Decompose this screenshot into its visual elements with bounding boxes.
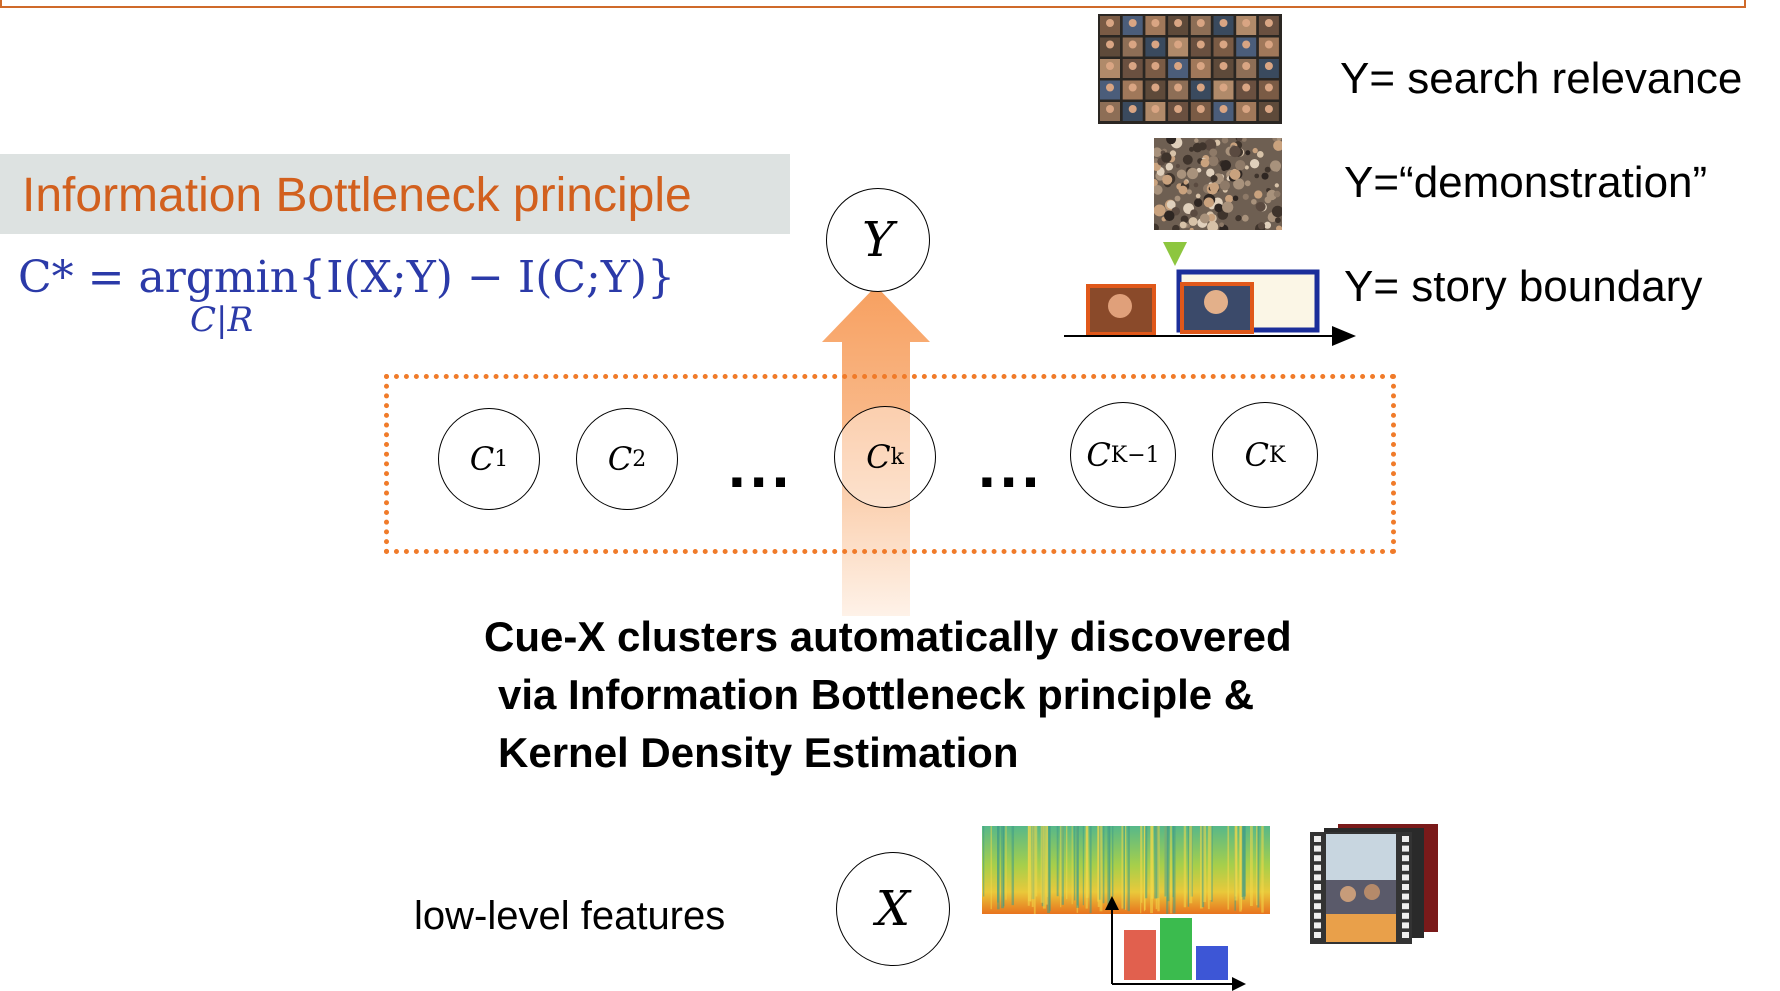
caption: Cue-X clusters automatically discovered … (484, 608, 1292, 782)
caption-line-1: Cue-X clusters automatically discovered (484, 613, 1292, 660)
video-frames-icon (1310, 824, 1438, 944)
cluster-node-2-base: C (607, 440, 633, 478)
title-banner (0, 154, 790, 234)
cluster-node-1-base: C (469, 440, 495, 478)
formula-main: C* = argmin{I(X;Y) − I(C;Y)} (18, 252, 676, 303)
formula-subscript: C|R (190, 300, 254, 340)
x-node-label: X (875, 881, 911, 937)
y-story-boundary-label: Y= story boundary (1344, 262, 1703, 311)
cluster-node-k-sub: k (890, 444, 904, 470)
timeline-arrow-icon (1332, 326, 1356, 346)
cluster-box (384, 374, 1396, 554)
y-node-label: Y (862, 212, 894, 268)
ellipsis-2: ... (978, 429, 1044, 501)
search-results-grid-image (1098, 14, 1282, 124)
ib-formula: C* = argmin{I(X;Y) − I(C;Y)} C|R (18, 252, 676, 340)
cluster-node-K-base: C (1244, 436, 1270, 474)
x-node: X (836, 852, 950, 966)
cluster-node-1-sub: 1 (494, 446, 509, 472)
y-demonstration-label: Y=“demonstration” (1344, 158, 1708, 207)
caption-line-2: via Information Bottleneck principle & (498, 671, 1255, 718)
y-search-relevance-label: Y= search relevance (1340, 54, 1743, 103)
ellipsis-1: ... (728, 429, 794, 501)
caption-line-3: Kernel Density Estimation (498, 729, 1019, 776)
demonstration-image (1154, 138, 1282, 230)
cluster-node-k-minus-1-sub: K−1 (1110, 442, 1160, 468)
feature-histogram (1105, 896, 1246, 991)
top-border (0, 0, 1746, 8)
y-node: Y (826, 188, 930, 292)
low-level-features-label: low-level features (414, 894, 726, 938)
spectrogram-image (982, 826, 1270, 914)
cluster-node-K-sub: K (1269, 442, 1286, 468)
cluster-node-k-base: C (866, 438, 891, 476)
cluster-node-k-minus-1-base: C (1086, 436, 1111, 474)
boundary-marker-icon (1163, 242, 1187, 266)
ib-title: Information Bottleneck principle (22, 169, 692, 222)
story-boundary-diagram (1064, 242, 1356, 346)
cluster-node-2-sub: 2 (632, 446, 647, 472)
